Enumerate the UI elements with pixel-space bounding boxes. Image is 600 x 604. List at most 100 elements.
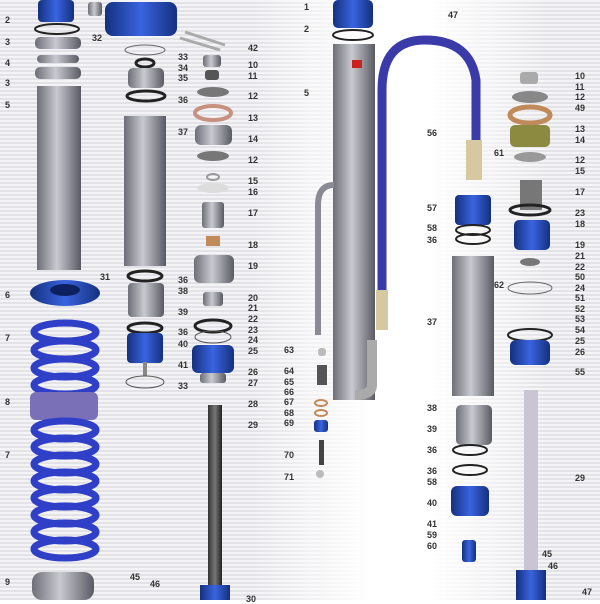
inner-tube [124,116,166,266]
part-number-label: 3 [5,78,11,88]
part-number-label: 60 [427,541,438,551]
part-number-label: 53 [575,314,586,324]
part-number-label: 1 [304,2,310,12]
part-number-label: 58 [427,477,438,487]
part-number-label: 36 [178,327,189,337]
part-number-label: 2 [304,24,310,34]
part-number-label: 29 [575,473,586,483]
part-number-label: 24 [248,335,259,345]
part-number-label: 36 [427,466,438,476]
part-number-label: 10 [575,71,586,81]
part-number-label: 37 [178,127,189,137]
part-number-label: 22 [248,314,259,324]
part-number-label: 70 [284,450,295,460]
part-number-label: 21 [248,303,259,313]
part-number-label: 49 [575,103,586,113]
part-number-label: 64 [284,366,295,376]
part-number-label: 17 [575,187,586,197]
part-number-label: 38 [178,286,189,296]
part-number-label: 31 [100,272,111,282]
part-number-label: 19 [575,240,586,250]
part-number-label: 15 [248,176,259,186]
part-number-label: 40 [178,339,189,349]
part-number-label: 2 [5,15,11,25]
part-number-label: 11 [575,82,585,92]
part-number-label: 27 [248,378,259,388]
part-number-label: 18 [575,219,586,229]
part-number-label: 12 [575,92,586,102]
part-number-label: 41 [427,519,438,529]
part-number-label: 36 [178,95,189,105]
top-cap [38,0,74,22]
spring-lower [30,417,100,562]
part-number-label: 61 [494,148,505,158]
part-number-label: 7 [5,333,11,343]
part-number-label: 66 [284,387,295,397]
part-number-label: 5 [5,100,11,110]
hose [377,35,481,290]
part-number-label: 67 [284,397,295,407]
part-number-label: 42 [248,43,259,53]
part-number-label: 55 [575,367,586,377]
part-number-label: 19 [248,261,259,271]
part-number-label: 52 [575,304,586,314]
part-number-label: 69 [284,418,295,428]
spacer-ring [35,67,81,79]
spring-coupler [30,392,98,420]
part-number-label: 57 [427,203,438,213]
spring-upper [30,319,100,398]
part-number-label: 15 [575,166,586,176]
part-number-label: 20 [248,293,259,303]
part-number-label: 17 [248,208,259,218]
part-number-label: 41 [178,360,189,370]
background-fade [250,0,550,600]
part-number-label: 14 [575,135,586,145]
part-number-label: 33 [178,381,189,391]
part-number-label: 4 [5,58,11,68]
o-ring [34,23,80,35]
part-number-label: 37 [427,317,438,327]
lower-spring-seat [32,572,94,600]
part-number-label: 38 [427,403,438,413]
part-number-label: 18 [248,240,259,250]
part-number-label: 12 [575,155,586,165]
remote-tube [452,256,494,396]
part-number-label: 24 [575,283,586,293]
part-number-label: 65 [284,377,295,387]
part-number-label: 13 [575,124,586,134]
part-number-label: 29 [248,420,259,430]
part-number-label: 39 [427,424,438,434]
part-number-label: 45 [542,549,553,559]
part-number-label: 10 [248,60,259,70]
part-number-label: 47 [582,587,593,597]
part-number-label: 3 [5,37,11,47]
spacer-ring [35,37,81,49]
part-number-label: 12 [248,91,259,101]
part-number-label: 36 [178,275,189,285]
part-number-label: 11 [248,71,258,81]
part-number-label: 51 [575,293,586,303]
part-number-label: 26 [575,347,586,357]
part-number-label: 68 [284,408,295,418]
pin [184,30,226,47]
part-number-label: 71 [284,472,295,482]
part-number-label: 32 [92,33,103,43]
part-number-label: 25 [248,346,259,356]
part-number-label: 46 [548,561,559,571]
part-number-label: 7 [5,450,11,460]
part-number-label: 59 [427,530,438,540]
part-number-label: 9 [5,577,11,587]
part-number-label: 63 [284,345,295,355]
part-number-label: 28 [248,399,259,409]
part-number-label: 47 [448,10,459,20]
part-number-label: 30 [246,594,257,604]
part-number-label: 21 [575,251,586,261]
part-number-label: 23 [575,208,586,218]
part-number-label: 36 [427,235,438,245]
mount-bracket [105,2,177,36]
part-number-label: 56 [427,128,438,138]
part-number-label: 34 [178,63,189,73]
part-number-label: 40 [427,498,438,508]
part-number-label: 26 [248,367,259,377]
